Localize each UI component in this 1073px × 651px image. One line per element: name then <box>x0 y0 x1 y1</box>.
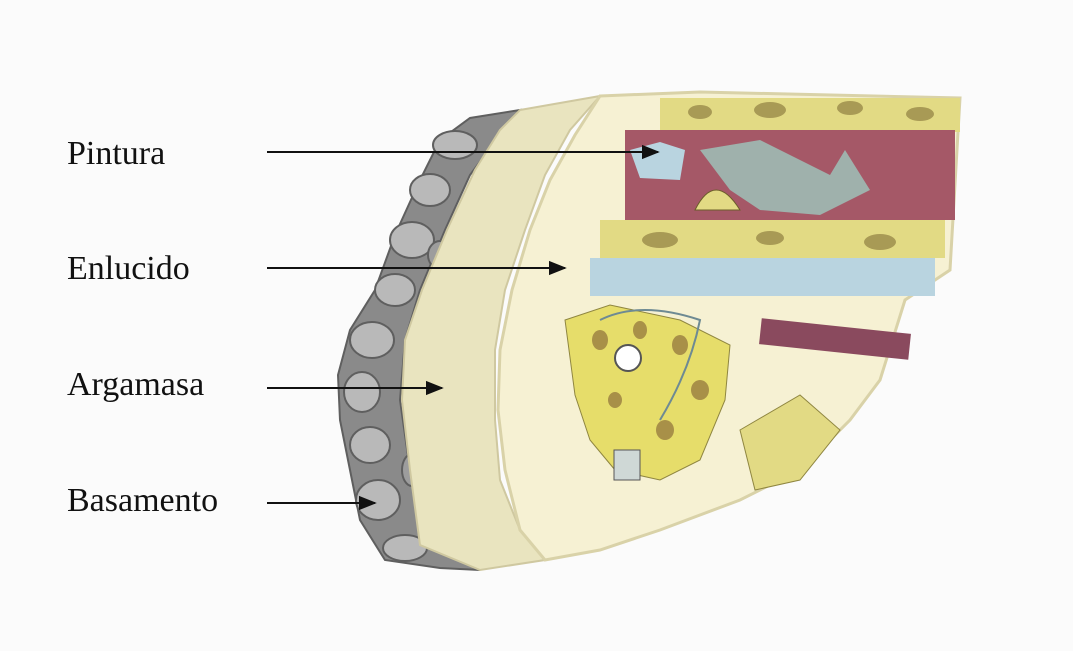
label-enlucido: Enlucido <box>67 252 190 286</box>
label-pintura: Pintura <box>67 137 165 171</box>
label-basamento: Basamento <box>67 484 218 518</box>
label-argamasa: Argamasa <box>67 368 204 402</box>
